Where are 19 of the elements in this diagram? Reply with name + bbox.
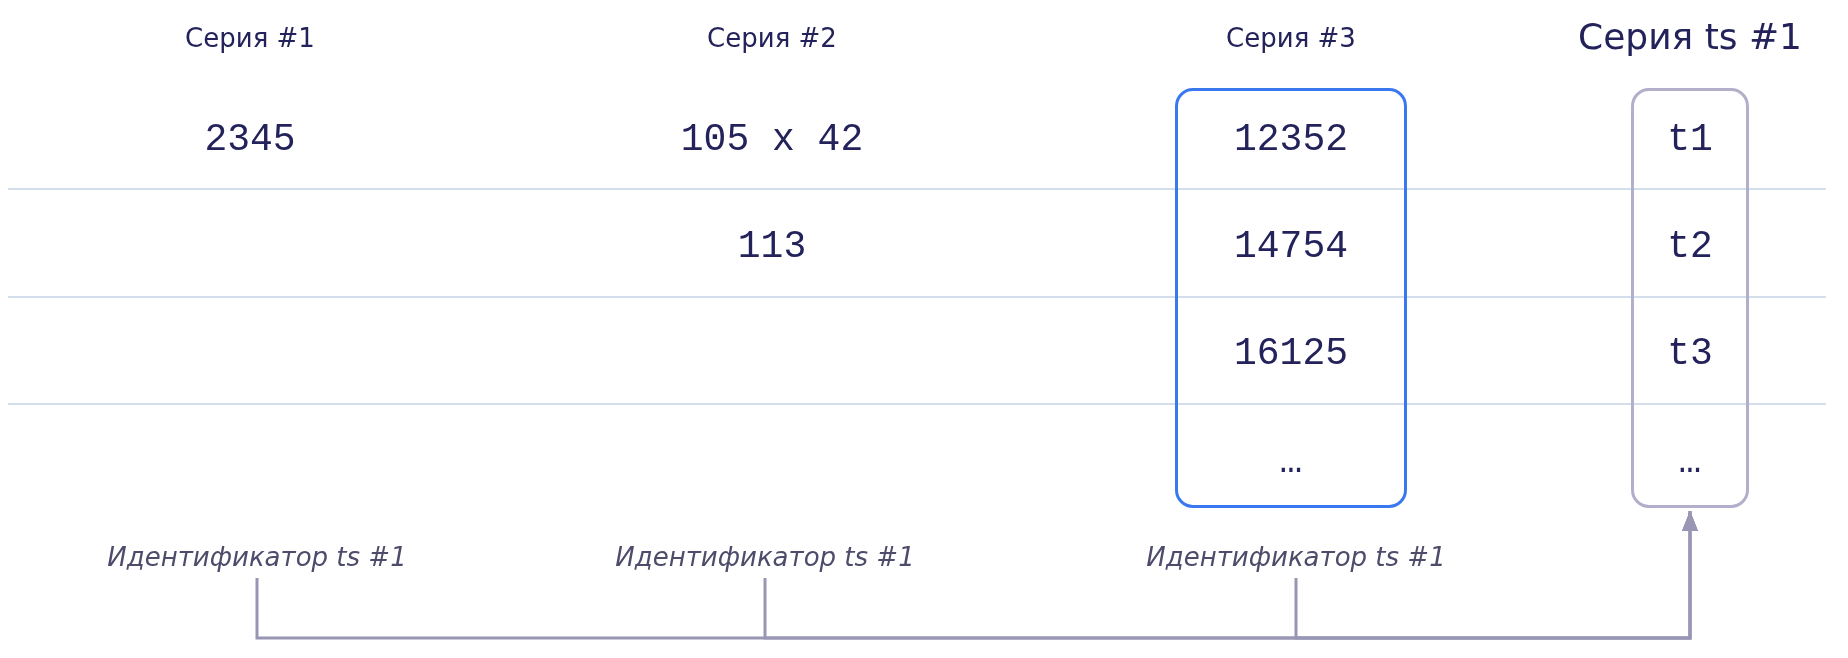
value-text: … bbox=[1279, 439, 1303, 485]
column-header: Серия ts #1 bbox=[1578, 15, 1802, 59]
identifier-text: Идентификатор ts #1 bbox=[1146, 540, 1446, 574]
value-text: 2345 bbox=[204, 117, 296, 163]
value-text: 16125 bbox=[1234, 331, 1348, 377]
value-text: 105 x 42 bbox=[680, 117, 864, 163]
column-header: Серия #1 bbox=[185, 22, 315, 55]
value-text: t1 bbox=[1667, 117, 1713, 163]
identifier-text: Идентификатор ts #1 bbox=[615, 540, 915, 574]
identifier-text: Идентификатор ts #1 bbox=[107, 540, 407, 574]
value-text: t2 bbox=[1667, 224, 1713, 270]
value-text: t3 bbox=[1667, 331, 1713, 377]
connector-arrow bbox=[1294, 511, 1698, 640]
value-text: 113 bbox=[737, 224, 807, 270]
column-header: Серия #3 bbox=[1226, 22, 1356, 55]
column-header: Серия #2 bbox=[707, 22, 837, 55]
value-text: … bbox=[1678, 439, 1702, 485]
value-text: 12352 bbox=[1234, 117, 1348, 163]
value-text: 14754 bbox=[1234, 224, 1348, 270]
